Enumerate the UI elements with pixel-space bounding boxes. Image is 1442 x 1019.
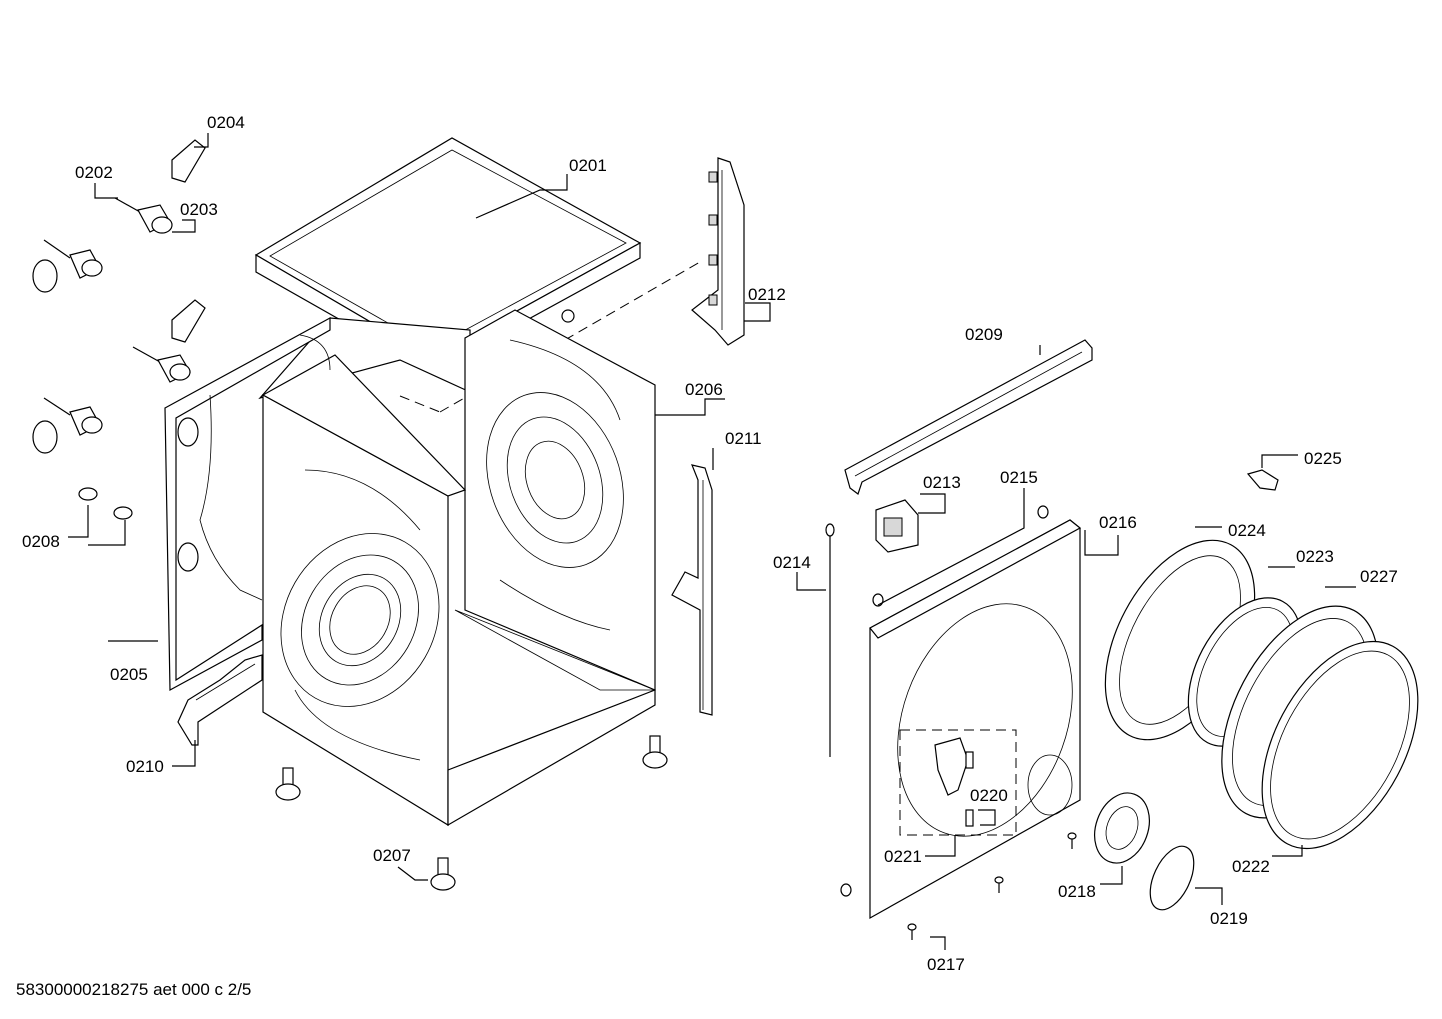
callout-0227: 0227: [1360, 567, 1398, 586]
callout-0218: 0218: [1058, 882, 1096, 901]
callout-0210: 0210: [126, 757, 164, 776]
callout-0212: 0212: [748, 285, 786, 304]
callout-0208: 0208: [22, 532, 60, 551]
cover-part: [1149, 845, 1195, 911]
callout-0220: 0220: [970, 786, 1008, 805]
detail-box-0221: [899, 729, 1017, 836]
callout-0213: 0213: [923, 473, 961, 492]
callout-0217: 0217: [927, 955, 965, 974]
rail-bracket-0212: [691, 157, 745, 346]
callout-0202: 0202: [75, 163, 113, 182]
callout-0201: 0201: [569, 156, 607, 175]
module-part: [875, 499, 919, 553]
assembly-line: [399, 395, 441, 413]
foot-part: [275, 735, 668, 891]
callout-0216: 0216: [1099, 513, 1137, 532]
crossbar-part: [844, 339, 1093, 495]
leader-lines: [68, 133, 1356, 950]
callout-0222: 0222: [1232, 857, 1270, 876]
door-lock-part: [934, 737, 974, 827]
cable-part: [825, 523, 835, 757]
rail-bracket-0211: [671, 464, 713, 716]
callout-0224: 0224: [1228, 521, 1266, 540]
hinge-part: [1094, 792, 1150, 864]
callout-0204: 0204: [207, 113, 245, 132]
callout-0207: 0207: [373, 846, 411, 865]
rail-bracket-0210: [177, 654, 263, 746]
latch-part: [1246, 469, 1279, 491]
callout-0225: 0225: [1304, 449, 1342, 468]
callout-0209: 0209: [965, 325, 1003, 344]
callout-0214: 0214: [773, 553, 811, 572]
document-id: 58300000218275 aet 000 c 2/5: [16, 980, 252, 999]
callout-0211: 0211: [725, 429, 762, 448]
callout-0203: 0203: [180, 200, 218, 219]
rear-panel-part: [164, 316, 331, 691]
callout-0223: 0223: [1296, 547, 1334, 566]
cabinet-housing-part: [258, 309, 656, 827]
callout-0215: 0215: [1000, 468, 1038, 487]
screw-parts: [907, 832, 1077, 940]
door-ring-parts: [1104, 539, 1419, 850]
front-panel-part: [840, 505, 1082, 920]
hinge-hardware: [32, 139, 206, 520]
callout-0219: 0219: [1210, 909, 1248, 928]
callout-0205: 0205: [110, 665, 148, 684]
callout-0206: 0206: [685, 380, 723, 399]
callout-0221: 0221: [884, 847, 922, 866]
